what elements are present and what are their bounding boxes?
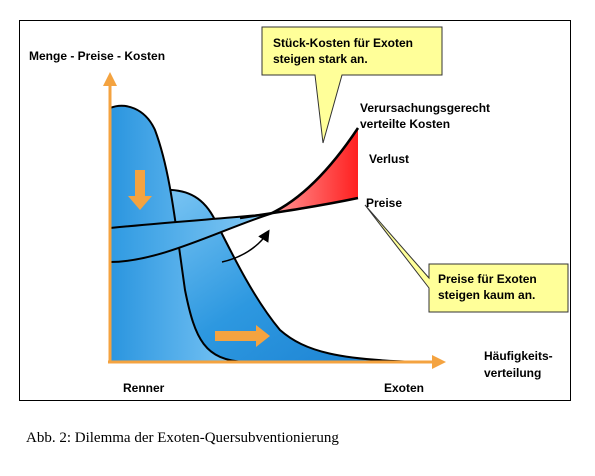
figure-caption: Abb. 2: Dilemma der Exoten-Quersubventio… bbox=[26, 430, 339, 446]
right-arrow-icon bbox=[215, 325, 270, 347]
callout-prices-bubble bbox=[364, 204, 569, 313]
callout-costs-line1: Stück-Kosten für Exoten bbox=[273, 36, 414, 50]
down-arrow-icon bbox=[128, 170, 152, 210]
callout-prices-line2: steigen kaum an. bbox=[438, 288, 536, 302]
callout-prices-line1: Preise für Exoten bbox=[438, 272, 537, 286]
x-axis-arrowhead bbox=[432, 355, 446, 369]
callout-costs-line2: steigen stark an. bbox=[273, 52, 368, 66]
loss-label: Verlust bbox=[369, 152, 410, 166]
price-label: Preise bbox=[366, 196, 403, 210]
y-axis-label: Menge - Preise - Kosten bbox=[29, 49, 166, 63]
price-line bbox=[239, 196, 359, 220]
cost-curve bbox=[269, 127, 360, 216]
x-axis-label-line1: Häufigkeits- bbox=[484, 349, 553, 363]
cost-curve-label-line1: Verursachungsgerecht bbox=[360, 101, 491, 115]
y-axis-arrowhead bbox=[103, 72, 117, 86]
x-axis-label-line2: verteilung bbox=[484, 366, 542, 380]
renner-label: Renner bbox=[123, 381, 165, 395]
callout-costs-bubble bbox=[261, 26, 443, 144]
shift-arrow-icon bbox=[221, 229, 270, 263]
cost-curve-label-line2: verteilte Kosten bbox=[360, 117, 451, 131]
exoten-label: Exoten bbox=[384, 381, 425, 395]
loss-area bbox=[270, 128, 358, 214]
